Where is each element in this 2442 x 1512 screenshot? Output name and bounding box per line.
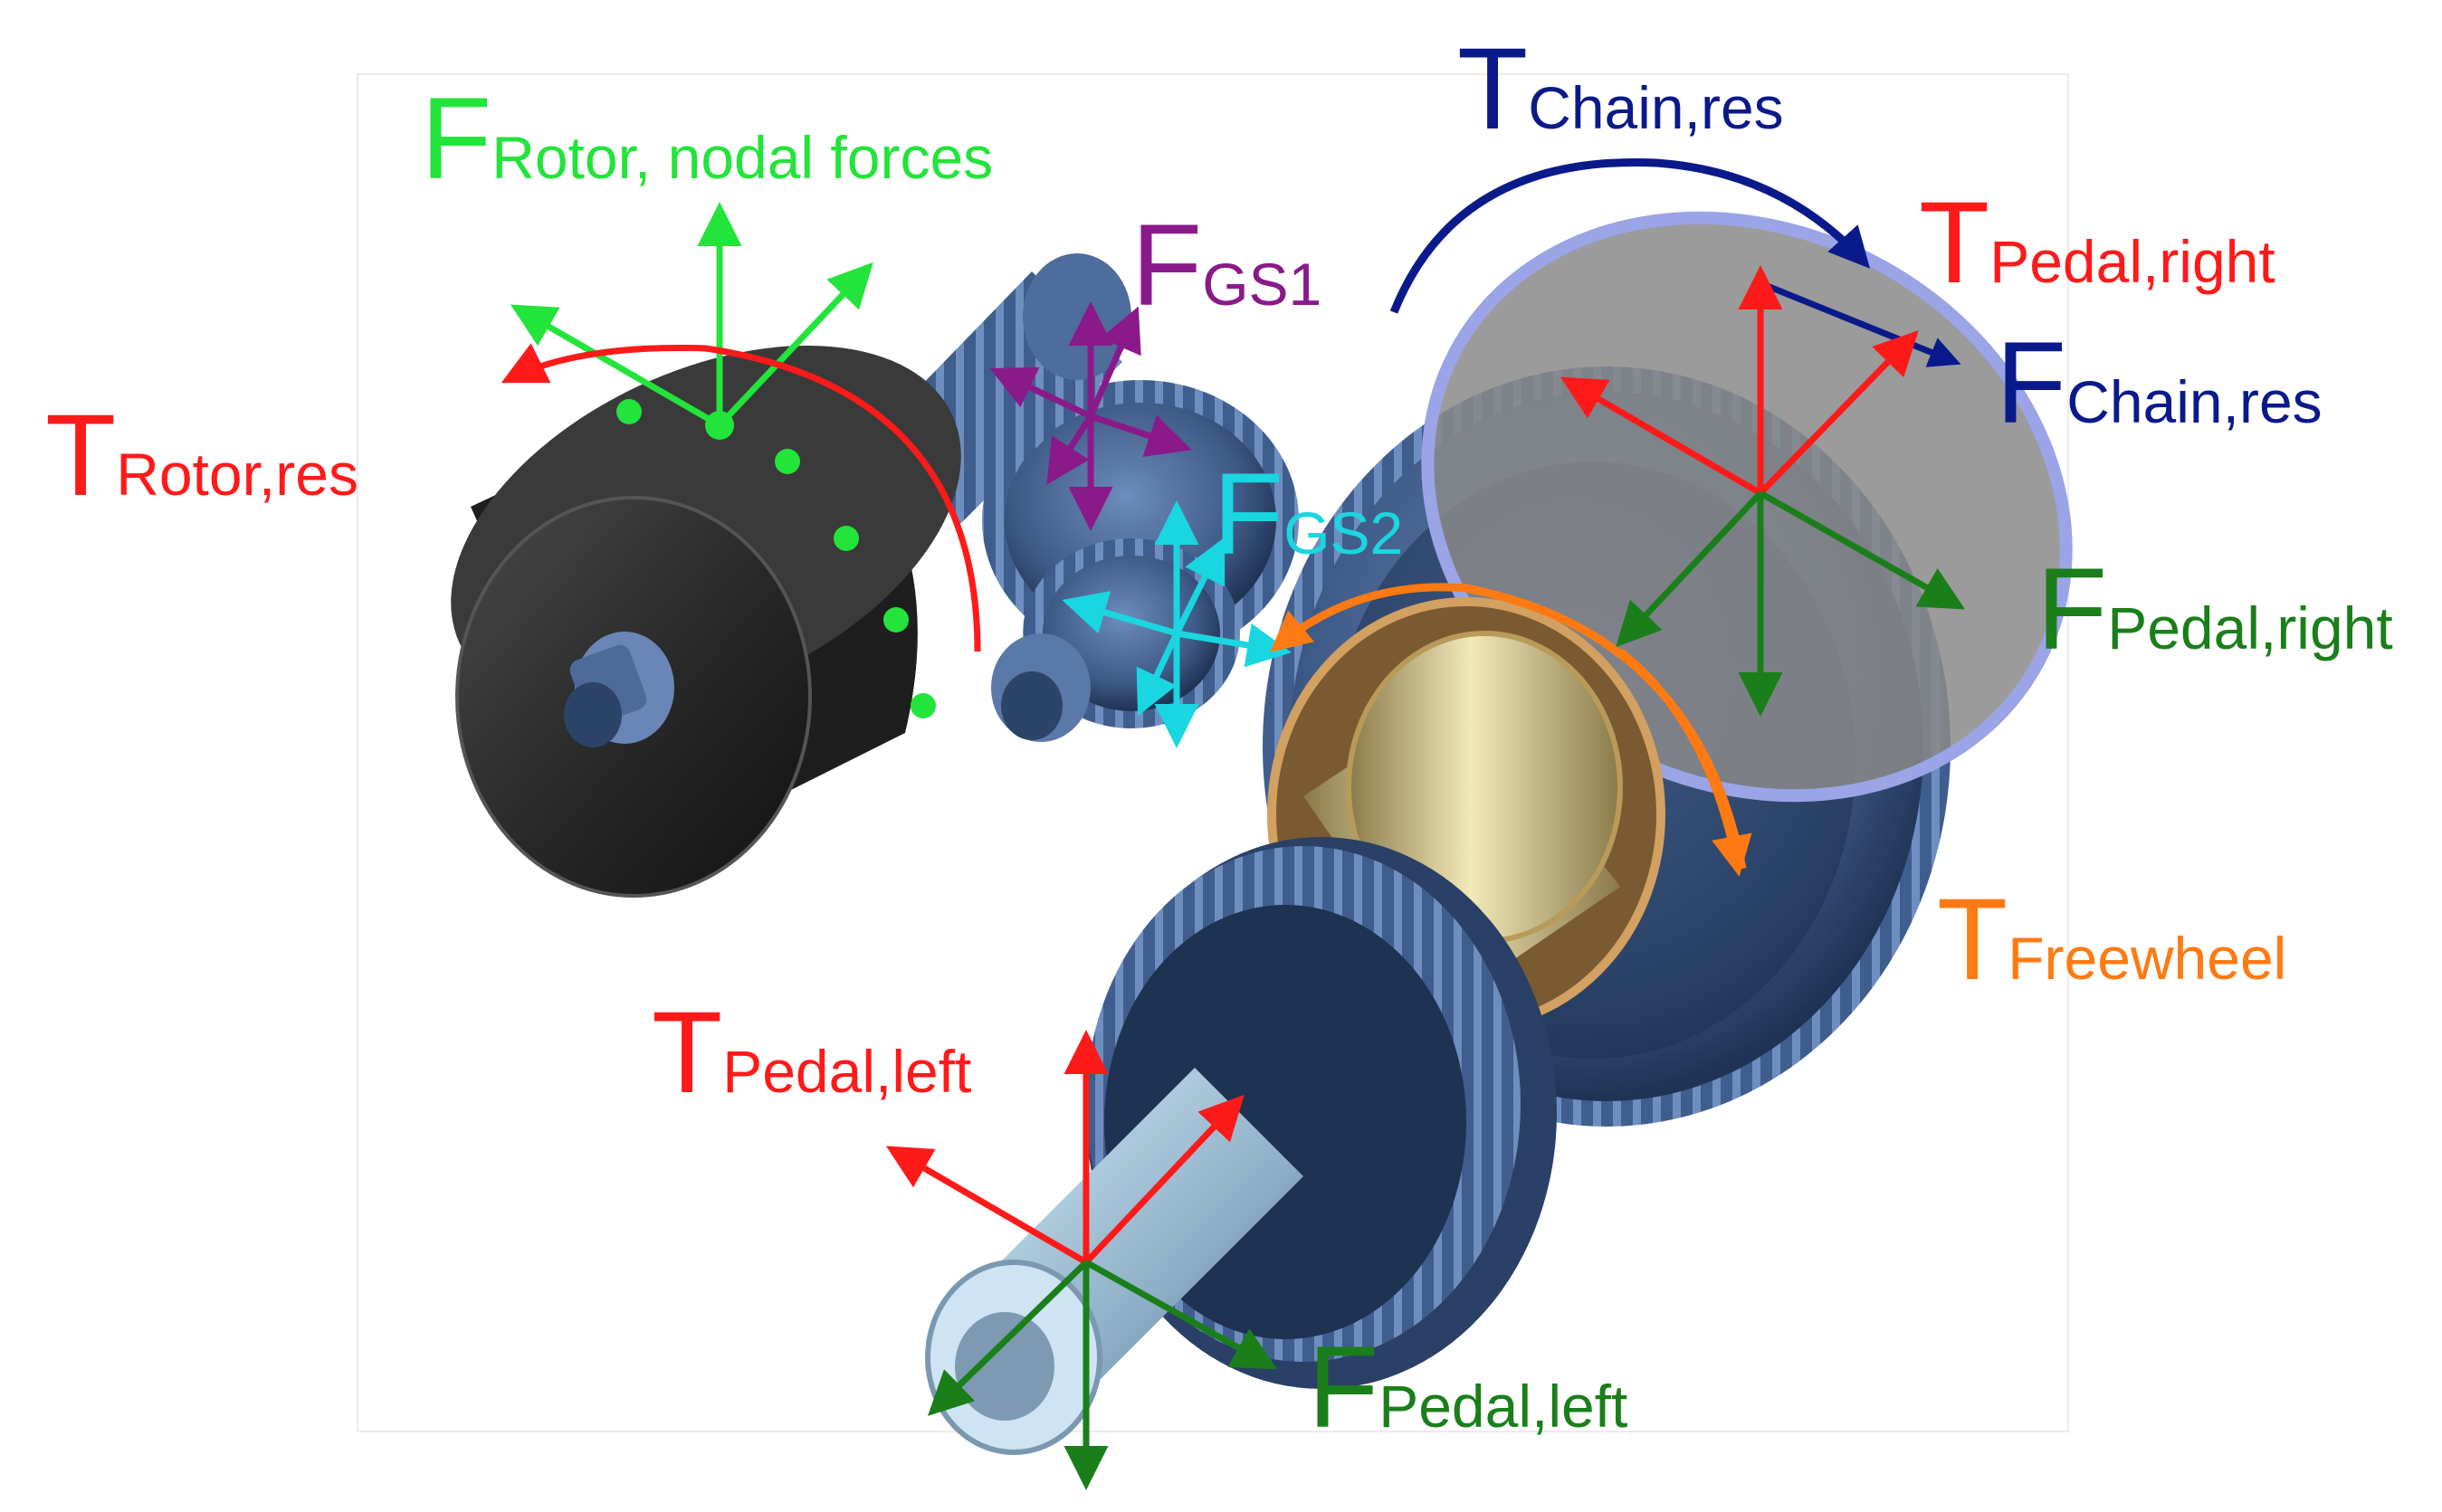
label-f-chain: FChain,res (1996, 319, 2323, 448)
gs2-force-arrows (1062, 500, 1292, 748)
pedal-right-force-arrows (1616, 490, 1966, 717)
chain-torque-arc (1389, 157, 1871, 314)
pedal-right-torque-arrows (1560, 265, 1919, 497)
rotor (451, 345, 961, 898)
chain-force-arrow (1763, 281, 1961, 367)
rotor-torque-arc (501, 343, 981, 652)
label-f-rotor: FRotor, nodal forces (421, 74, 994, 204)
label-t-chain: TChain,res (1457, 24, 1784, 154)
freewheel-torque-arc-lower (1617, 648, 1752, 877)
pedal-left-torque-arrows (885, 1030, 1245, 1266)
label-f-gs1: FGS1 (1131, 201, 1322, 330)
gs1-force-arrows (989, 301, 1192, 531)
pedal-left-force-arrows (927, 1259, 1278, 1490)
rotor-nodal-points (616, 399, 936, 718)
label-f-gs2: FGS2 (1213, 450, 1404, 579)
rotor-force-arrows (510, 202, 873, 429)
label-t-rotor: TRotor,res (45, 391, 358, 520)
label-t-freewheel: TFreewheel (1937, 875, 2287, 1004)
label-t-pedal-right: TPedal,right (1919, 178, 2275, 308)
label-t-pedal-left: TPedal,left (652, 988, 972, 1117)
label-f-pedal-right: FPedal,right (2037, 545, 2393, 674)
label-f-pedal-left: FPedal,left (1308, 1323, 1628, 1452)
